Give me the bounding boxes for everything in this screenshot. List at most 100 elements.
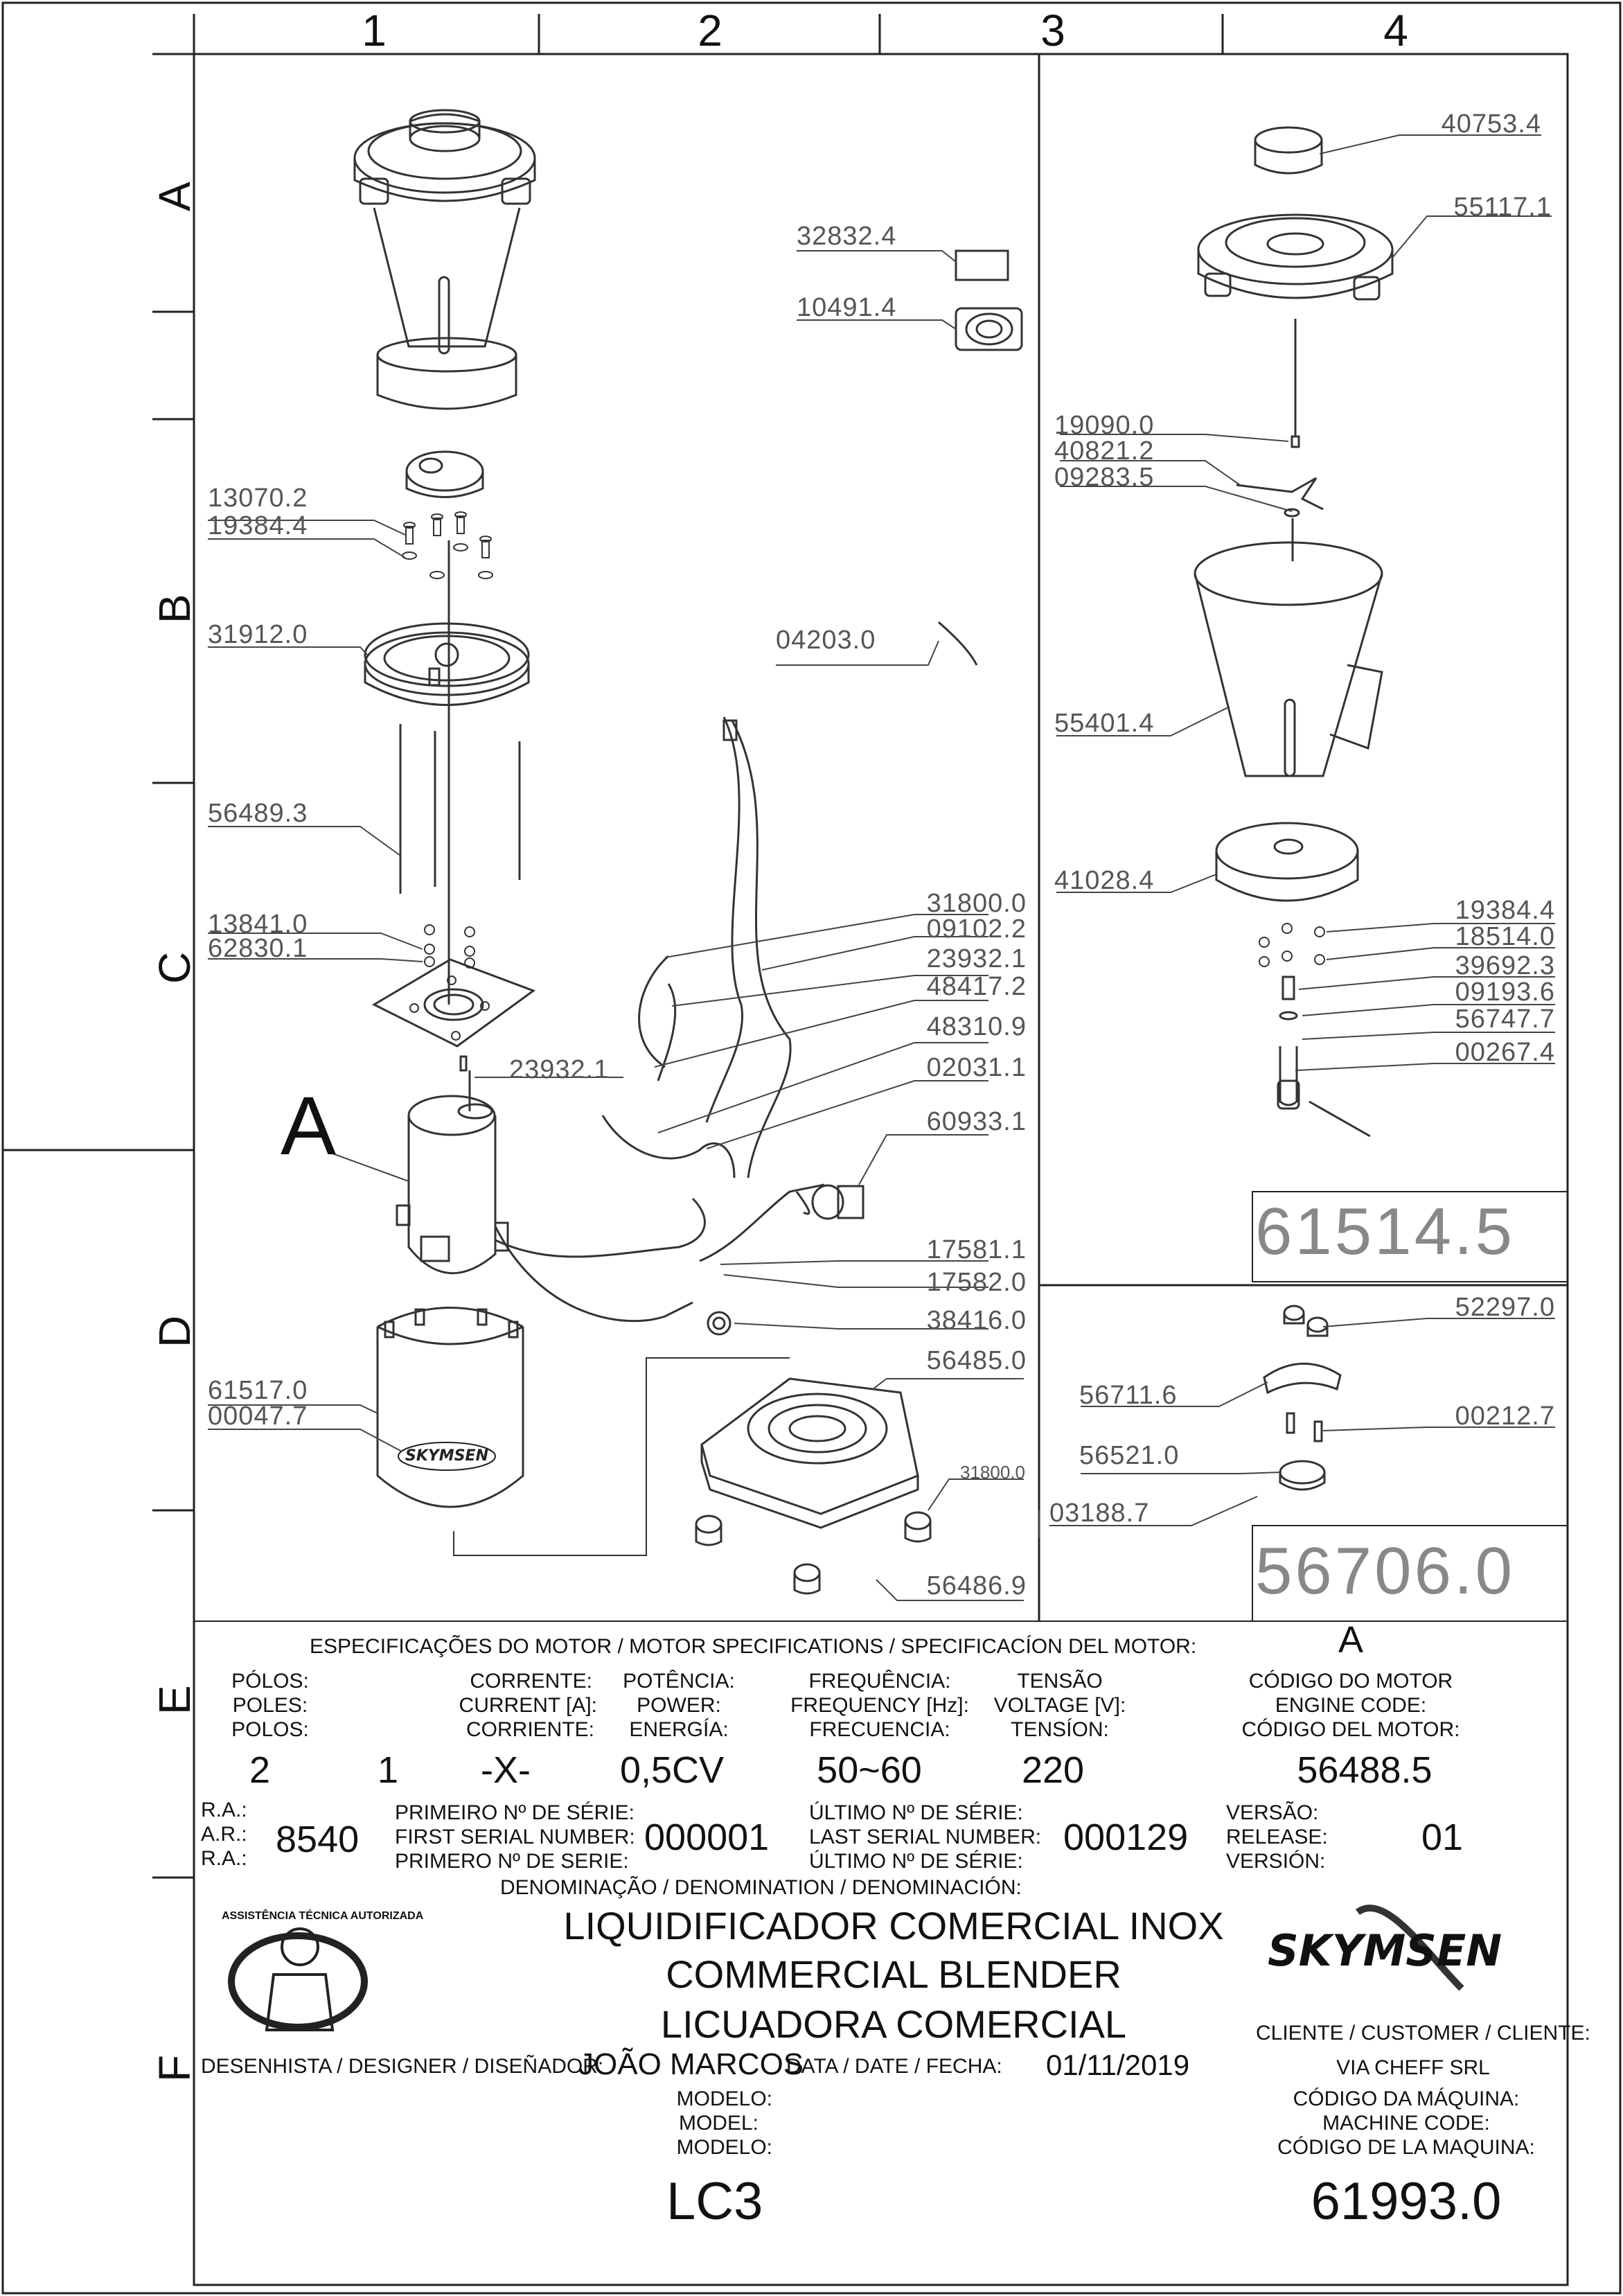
motor-group-letter: A: [281, 1079, 337, 1172]
callout: 56747.7: [1455, 1005, 1555, 1034]
version-label: VERSIÓN:: [1226, 1850, 1326, 1873]
ra-label: R.A.:: [201, 1847, 247, 1870]
callout: 13841.0: [208, 910, 308, 939]
frequency-label: FREQUENCY [Hz]:: [790, 1694, 969, 1717]
first-serial-label: PRIMEIRO Nº DE SÉRIE:: [395, 1801, 635, 1824]
machine-code-label: CÓDIGO DE LA MAQUINA:: [1277, 2136, 1535, 2159]
designer-value: JOÃO MARCOS: [578, 2047, 804, 2081]
assistencia-tecnica-seal: [228, 1927, 368, 2031]
product-title-line: LIQUIDIFICADOR COMERCIAL INOX: [563, 1904, 1224, 1948]
ra-value: 8540: [276, 1819, 360, 1860]
column-header-2: 2: [698, 6, 722, 55]
frequency-value: 50~60: [817, 1749, 922, 1791]
callout: 19384.4: [1455, 896, 1555, 925]
callout: 19090.0: [1054, 411, 1155, 440]
engine-code-value: 56488.5: [1297, 1749, 1433, 1791]
callout: 41028.4: [1054, 866, 1155, 895]
current-value: 1: [377, 1749, 399, 1791]
poles-value: 2: [249, 1749, 271, 1791]
product-title-line: COMMERCIAL BLENDER: [666, 1952, 1121, 1996]
engine-code-label: ENGINE CODE:: [1275, 1694, 1427, 1717]
callout: 52297.0: [1455, 1293, 1555, 1322]
date-value: 01/11/2019: [1046, 2049, 1190, 2081]
callout: 40821.2: [1054, 436, 1155, 466]
model-label: MODELO:: [676, 2136, 772, 2159]
column-header-1: 1: [362, 6, 387, 55]
callout: 48417.2: [926, 972, 1027, 1001]
product-title-line: LICUADORA COMERCIAL: [660, 2002, 1127, 2046]
poles-label: POLOS:: [231, 1718, 309, 1741]
callout: 02031.1: [926, 1053, 1027, 1082]
callout: 09102.2: [926, 915, 1027, 944]
poles-label: POLES:: [232, 1694, 308, 1717]
callout: 31912.0: [208, 620, 308, 649]
callout: 09193.6: [1455, 978, 1555, 1007]
version-label: VERSÃO:: [1226, 1801, 1319, 1824]
row-header-e: E: [150, 1685, 199, 1715]
callout: 00212.7: [1455, 1402, 1555, 1431]
callout: 32832.4: [797, 222, 897, 251]
current-label: CORRIENTE:: [465, 1718, 594, 1741]
right-assembly: [1194, 126, 1394, 1491]
callout: 10491.4: [797, 293, 897, 322]
frequency-label: FRECUENCIA:: [809, 1718, 950, 1741]
voltage-label: TENSÃO: [1017, 1670, 1103, 1693]
leader-lines: [208, 134, 1555, 1601]
voltage-label: TENSÍON:: [1011, 1718, 1109, 1741]
skymsen-logo-mark: [1356, 1905, 1464, 1991]
callout: 39692.3: [1455, 951, 1555, 980]
current-label: CORRENTE:: [470, 1670, 592, 1693]
denomination-label: DENOMINAÇÃO / DENOMINATION / DENOMINACIÓ…: [500, 1876, 1022, 1899]
brand-logo: SKYMSEN: [1268, 1925, 1502, 1976]
engine-code-label: CÓDIGO DO MOTOR: [1248, 1670, 1453, 1693]
version-label: RELEASE:: [1226, 1826, 1328, 1848]
callout: 56485.0: [926, 1346, 1027, 1375]
callout: 18514.0: [1455, 922, 1555, 951]
power-value: 0,5CV: [619, 1749, 725, 1791]
callout: 48310.9: [926, 1012, 1027, 1041]
row-header-b: B: [150, 594, 199, 624]
callout: 03188.7: [1049, 1499, 1150, 1528]
ra-label: A.R.:: [201, 1823, 247, 1846]
first-serial-label: PRIMERO Nº DE SERIE:: [395, 1850, 629, 1873]
model-label: MODELO:: [676, 2087, 772, 2110]
callout: 56489.3: [208, 799, 308, 828]
callout: 19384.4: [208, 511, 308, 540]
motor-spec-letter: A: [1338, 1619, 1364, 1661]
callout: 04203.0: [776, 626, 876, 655]
seal-text: ASSISTÊNCIA TÉCNICA AUTORIZADA: [222, 1910, 424, 1922]
current-value-2: -X-: [481, 1749, 531, 1791]
last-serial-label: LAST SERIAL NUMBER:: [809, 1826, 1042, 1848]
last-serial-value: 000129: [1063, 1817, 1189, 1858]
wiring: [494, 249, 1023, 1336]
callout: 23932.1: [926, 944, 1027, 973]
callout: 09283.5: [1054, 463, 1155, 492]
callout: 17581.1: [926, 1235, 1027, 1264]
callout: 38416.0: [926, 1306, 1027, 1335]
machine-code-label: CÓDIGO DA MÁQUINA:: [1293, 2087, 1520, 2110]
customer-label: CLIENTE / CUSTOMER / CLIENTE:: [1256, 2022, 1590, 2045]
power-label: POWER:: [637, 1694, 721, 1717]
callout: 00267.4: [1455, 1038, 1555, 1067]
current-label: CURRENT [A]:: [459, 1694, 597, 1717]
version-value: 01: [1421, 1817, 1464, 1858]
last-serial-label: ÚLTIMO Nº DE SÉRIE:: [809, 1801, 1023, 1824]
engine-code-label: CÓDIGO DEL MOTOR:: [1241, 1718, 1460, 1741]
assembly-code-bottom: 56706.0: [1255, 1534, 1516, 1608]
callout: 56711.6: [1079, 1381, 1178, 1410]
row-header-a: A: [150, 182, 199, 211]
callout: 61517.0: [208, 1376, 308, 1405]
poles-label: PÓLOS:: [231, 1670, 309, 1693]
last-serial-label: ÚLTIMO Nº DE SÉRIE:: [809, 1850, 1023, 1873]
customer-value: VIA CHEFF SRL: [1336, 2056, 1490, 2079]
motor-spec-header: ESPECIFICAÇÕES DO MOTOR / MOTOR SPECIFIC…: [310, 1635, 1197, 1658]
date-label: DATA / DATE / FECHA:: [786, 2055, 1002, 2078]
left-assembly: [353, 109, 790, 1556]
callout: 62830.1: [208, 934, 308, 963]
svg-text:SKYMSEN: SKYMSEN: [405, 1447, 488, 1465]
callout: 31800.0: [960, 1462, 1025, 1483]
callout: 00047.7: [208, 1402, 308, 1431]
column-header-3: 3: [1040, 6, 1065, 55]
